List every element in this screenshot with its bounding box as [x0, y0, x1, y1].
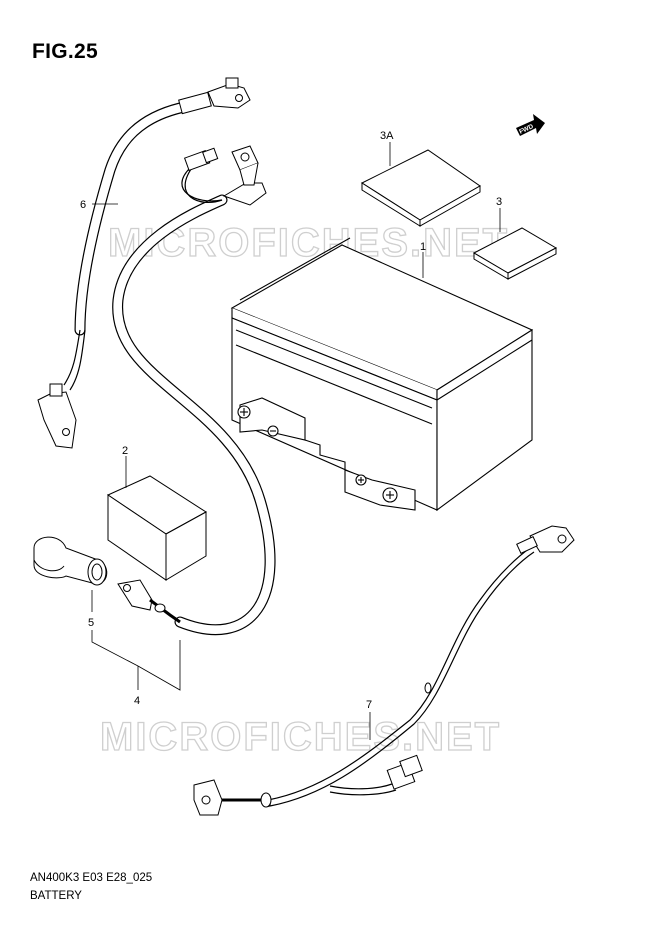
- callout-6: 6: [80, 199, 86, 211]
- figure-name: BATTERY: [30, 890, 82, 902]
- part-3a-pad: [360, 149, 481, 227]
- leader-lines: [91, 142, 501, 740]
- callouts: 1 2 3 3A 4 5 6 7: [80, 130, 502, 711]
- callout-5: 5: [88, 617, 94, 629]
- part-2-block: [106, 475, 207, 581]
- fwd-arrow-icon: FWD: [516, 114, 545, 136]
- battery-icon: [230, 237, 534, 512]
- part-3-pad: [472, 227, 558, 280]
- callout-7: 7: [366, 699, 372, 711]
- figure-title: FIG.25: [32, 40, 98, 63]
- part-7-cable: [193, 525, 575, 816]
- fwd-label: FWD: [518, 123, 535, 136]
- watermark-bottom: MICROFICHES.NET: [100, 715, 501, 759]
- callout-3a: 3A: [380, 130, 394, 142]
- part-4-cable: [112, 145, 276, 636]
- part-5-boot-icon: [33, 536, 108, 586]
- figure-code: AN400K3 E03 E28_025: [30, 872, 153, 884]
- part-6-cable: [37, 77, 251, 449]
- callout-3: 3: [496, 196, 502, 208]
- callout-4: 4: [134, 695, 140, 707]
- callout-2: 2: [122, 445, 128, 457]
- callout-1: 1: [420, 241, 426, 253]
